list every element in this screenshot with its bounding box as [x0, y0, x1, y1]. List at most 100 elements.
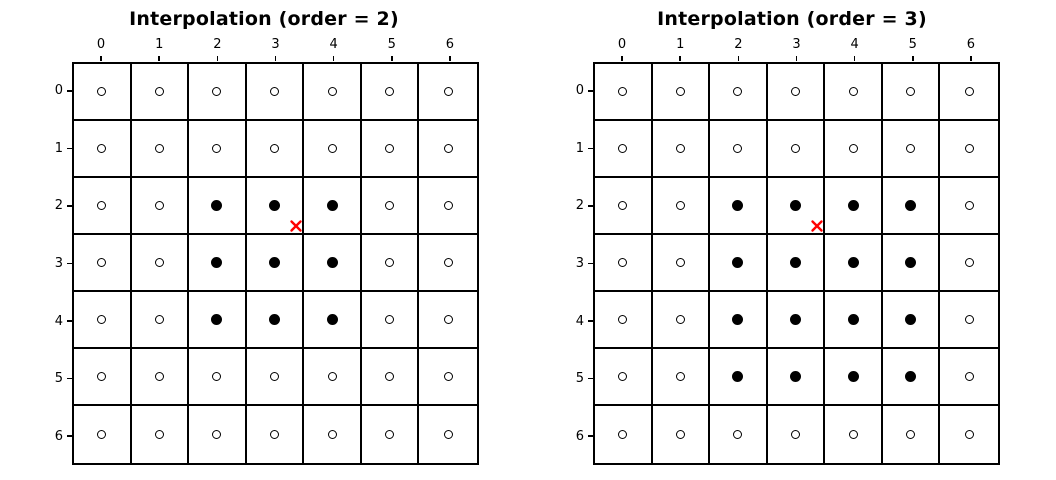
open-circle-icon [212, 372, 222, 381]
filled-circle-icon [847, 314, 859, 325]
filled-circle-icon [326, 200, 338, 211]
x-tick-label: 2 [734, 37, 743, 52]
filled-circle-icon [732, 257, 744, 268]
grid-cell [595, 349, 653, 406]
x-tick-mark [942, 56, 1000, 61]
grid-cell [825, 406, 883, 463]
grid-cell [940, 178, 998, 235]
y-tick-label: 2 [575, 198, 584, 214]
grid-cell [304, 121, 362, 178]
grid-cell [304, 235, 362, 292]
grid-cell [825, 292, 883, 349]
open-circle-icon [269, 372, 279, 381]
grid-cell [74, 349, 132, 406]
open-circle-icon [964, 430, 974, 439]
y-tick-mark [66, 177, 72, 235]
grid-cell [652, 121, 711, 178]
y-tick-mark [66, 350, 72, 408]
x-axis-ticks [72, 56, 479, 61]
x-tick-mark [188, 56, 246, 61]
grid-cell [304, 349, 362, 406]
open-circle-icon [385, 372, 395, 381]
x-tick-label: 5 [908, 37, 917, 52]
open-circle-icon [443, 430, 453, 439]
open-circle-icon [906, 430, 916, 439]
grid-cell [940, 349, 998, 406]
open-circle-icon [97, 315, 107, 324]
x-tick-mark [130, 56, 188, 61]
grid-cell [361, 235, 420, 292]
x-tick-label: 4 [850, 37, 859, 52]
filled-circle-icon [905, 371, 917, 382]
grid-cell [419, 178, 477, 235]
grid-cell [710, 121, 768, 178]
panel-title: Interpolation (order = 2) [129, 8, 399, 30]
grid-cell [710, 235, 768, 292]
grid-cell [882, 235, 941, 292]
open-circle-icon [327, 144, 337, 153]
open-circle-icon [154, 87, 164, 96]
grid-cell [131, 121, 190, 178]
grid-cell [419, 406, 477, 463]
y-tick-mark [66, 292, 72, 350]
filled-circle-icon [905, 314, 917, 325]
y-tick-label: 2 [54, 198, 63, 214]
open-circle-icon [154, 201, 164, 210]
grid-cell [710, 178, 768, 235]
grid-cell [189, 64, 247, 121]
grid-cell [652, 178, 711, 235]
x-tick-mark [884, 56, 942, 61]
x-tick-mark [72, 56, 130, 61]
y-tick-mark [587, 292, 593, 350]
open-circle-icon [212, 430, 222, 439]
x-tick-label: 1 [676, 37, 685, 52]
grid-cell [361, 292, 420, 349]
grid-cell [419, 64, 477, 121]
grid-cell [74, 292, 132, 349]
open-circle-icon [385, 201, 395, 210]
open-circle-icon [269, 87, 279, 96]
x-tick-mark [826, 56, 884, 61]
open-circle-icon [675, 430, 685, 439]
grid-cell [74, 64, 132, 121]
open-circle-icon [675, 201, 685, 210]
grid-cell [247, 406, 305, 463]
grid-cell [419, 121, 477, 178]
grid-cell [246, 292, 305, 349]
open-circle-icon [212, 144, 222, 153]
x-tick-label: 6 [445, 37, 455, 52]
open-circle-icon [97, 258, 107, 267]
grid-cell [304, 406, 362, 463]
grid-cell [940, 406, 998, 463]
grid-cell [595, 235, 653, 292]
grid-cell [825, 121, 883, 178]
open-circle-icon [618, 201, 628, 210]
x-tick-mark [709, 56, 767, 61]
filled-circle-icon [732, 371, 744, 382]
grid-cell [304, 64, 362, 121]
grid-cell [246, 121, 305, 178]
y-tick-mark [66, 235, 72, 293]
y-tick-label: 3 [575, 256, 584, 272]
filled-circle-icon [211, 314, 223, 325]
grid-cell [361, 178, 420, 235]
grid-cell [595, 178, 653, 235]
grid-cell [131, 178, 190, 235]
y-tick-mark [66, 120, 72, 178]
filled-circle-icon [847, 257, 859, 268]
grid-cell [940, 292, 998, 349]
open-circle-icon [385, 430, 395, 439]
grid-cell [710, 406, 768, 463]
y-tick-mark [66, 62, 72, 120]
grid-cell [246, 235, 305, 292]
open-circle-icon [675, 144, 685, 153]
y-tick-mark [587, 235, 593, 293]
open-circle-icon [848, 87, 858, 96]
x-tick-label: 0 [617, 37, 627, 52]
grid-cell [940, 235, 998, 292]
x-tick-label: 2 [213, 37, 222, 52]
grid-cell [595, 292, 653, 349]
